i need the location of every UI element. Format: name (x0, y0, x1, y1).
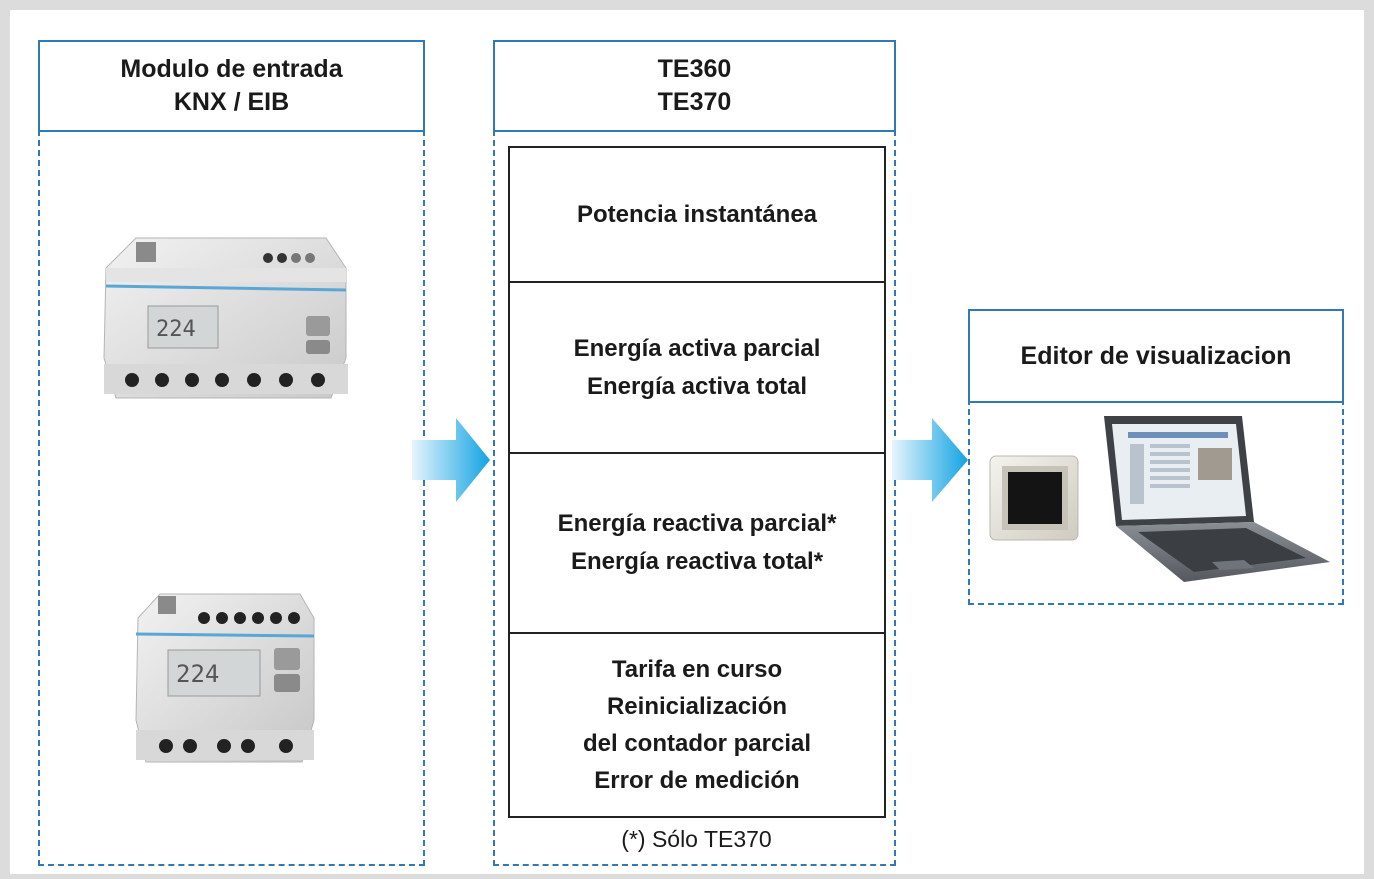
touch-panel-icon (989, 455, 1079, 541)
middle-title-line-2: TE370 (657, 88, 732, 116)
feature-line: Error de medición (594, 767, 800, 794)
energy-meter-small-icon: 224 (135, 593, 315, 763)
meter-display: 224 (156, 317, 196, 342)
feature-cell: Potencia instantánea (510, 148, 884, 283)
left-title-line-1: Modulo de entrada (120, 55, 343, 83)
feature-line: Reinicialización (606, 693, 788, 720)
feature-line: Tarifa en curso (611, 656, 783, 683)
left-title-line-2: KNX / EIB (173, 88, 290, 116)
feature-cell: Energía reactiva parcial* Energía reacti… (510, 454, 884, 634)
feature-line: Energía reactiva parcial* (557, 510, 837, 537)
feature-line: del contador parcial (582, 730, 812, 757)
meter-display: 224 (176, 660, 219, 688)
arrow-right-icon (892, 418, 968, 502)
arrow-right-icon (412, 418, 490, 502)
feature-cell: Tarifa en curso Reinicialización del con… (510, 634, 884, 816)
left-panel-title: Modulo de entrada KNX / EIB (38, 40, 425, 132)
middle-panel-title: TE360 TE370 (493, 40, 896, 132)
feature-cell: Energía activa parcial Energía activa to… (510, 283, 884, 454)
feature-line: Energía activa total (586, 372, 808, 400)
feature-line: Potencia instantánea (576, 200, 818, 228)
right-title: Editor de visualizacion (1020, 341, 1292, 370)
middle-title-line-1: TE360 (657, 55, 732, 83)
footnote: (*) Sólo TE370 (621, 826, 772, 852)
feature-line: Energía reactiva total* (570, 548, 824, 575)
features-table: Potencia instantánea Energía activa parc… (508, 146, 886, 818)
laptop-icon (1104, 416, 1330, 582)
right-panel-title: Editor de visualizacion (968, 309, 1344, 403)
feature-line: Energía activa parcial (573, 334, 821, 362)
energy-meter-large-icon: 224 (103, 237, 348, 399)
